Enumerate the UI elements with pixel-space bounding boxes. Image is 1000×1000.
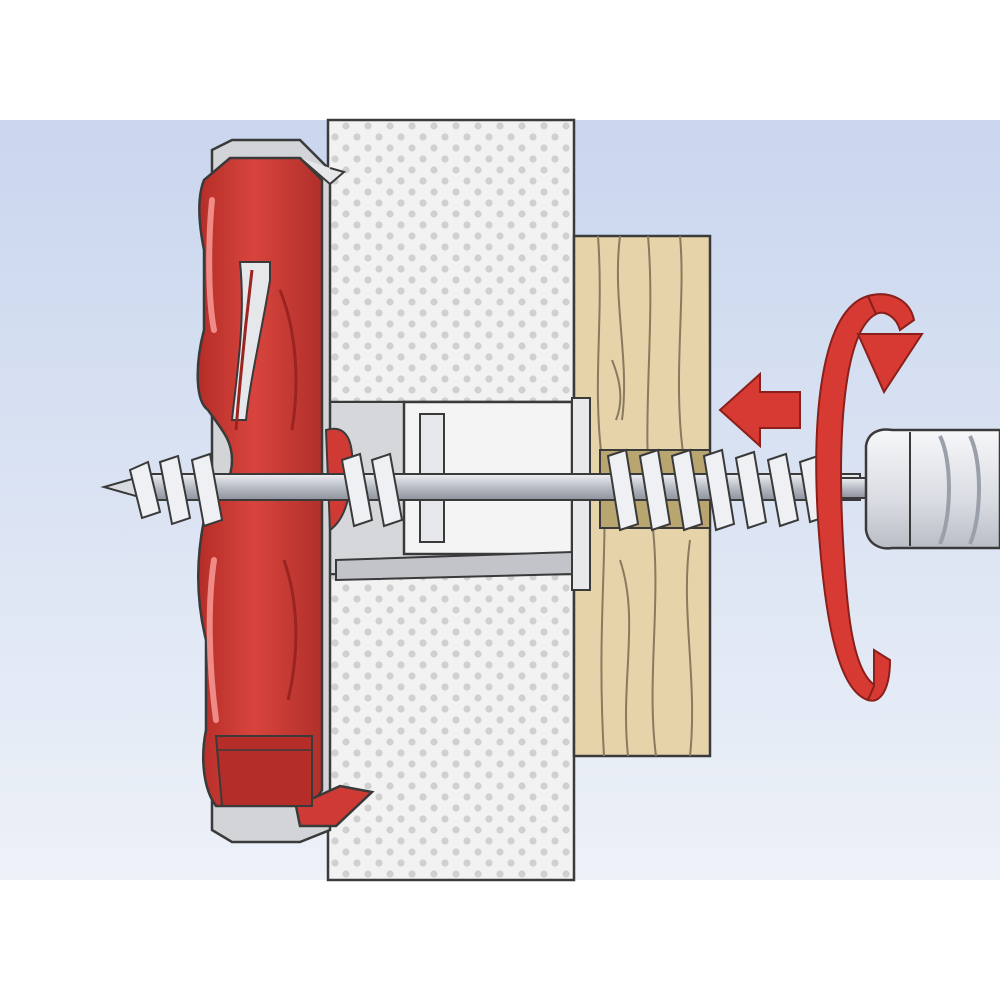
screwdriver-icon: [829, 428, 1000, 550]
push-arrow-icon: [718, 371, 801, 449]
rotation-arrow-icon: [815, 293, 924, 702]
screw-icon: [100, 448, 861, 532]
